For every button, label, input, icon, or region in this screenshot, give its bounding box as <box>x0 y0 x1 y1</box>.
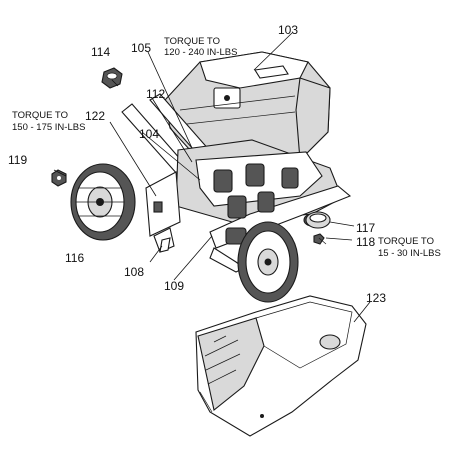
callout-123: 123 <box>366 291 386 305</box>
callout-122: 122 <box>85 109 105 123</box>
torque-note-engine-line1: TORQUE TO <box>164 36 220 47</box>
tine-assembly <box>213 163 321 245</box>
left-wheel <box>70 163 136 241</box>
bolt-118 <box>313 233 327 245</box>
torque-note-axle-line1: TORQUE TO <box>12 110 68 121</box>
callout-104: 104 <box>139 127 159 141</box>
callout-116: 116 <box>65 251 84 265</box>
shield-cover <box>195 295 367 437</box>
engine-assembly <box>164 51 331 167</box>
callout-117: 117 <box>356 221 375 235</box>
callout-114: 114 <box>91 45 110 59</box>
torque-note-engine-line2: 120 - 240 IN-LBS <box>164 47 237 58</box>
cap-nut-114 <box>101 67 123 89</box>
torque-note-bolt-line2: 15 - 30 IN-LBS <box>378 248 441 259</box>
callout-103: 103 <box>278 23 298 37</box>
callout-119: 119 <box>8 153 27 167</box>
right-wheel <box>237 221 299 303</box>
torque-note-axle-line2: 150 - 175 IN-LBS <box>12 122 85 133</box>
callout-118: 118 <box>356 235 375 249</box>
callout-105: 105 <box>131 41 151 55</box>
callout-112: 112 <box>146 87 165 101</box>
torque-note-bolt-line1: TORQUE TO <box>378 236 434 247</box>
spacer-117 <box>305 211 331 229</box>
clip-108 <box>159 237 171 253</box>
callout-109: 109 <box>164 279 184 293</box>
callout-108: 108 <box>124 265 144 279</box>
leader-lines <box>53 32 371 323</box>
